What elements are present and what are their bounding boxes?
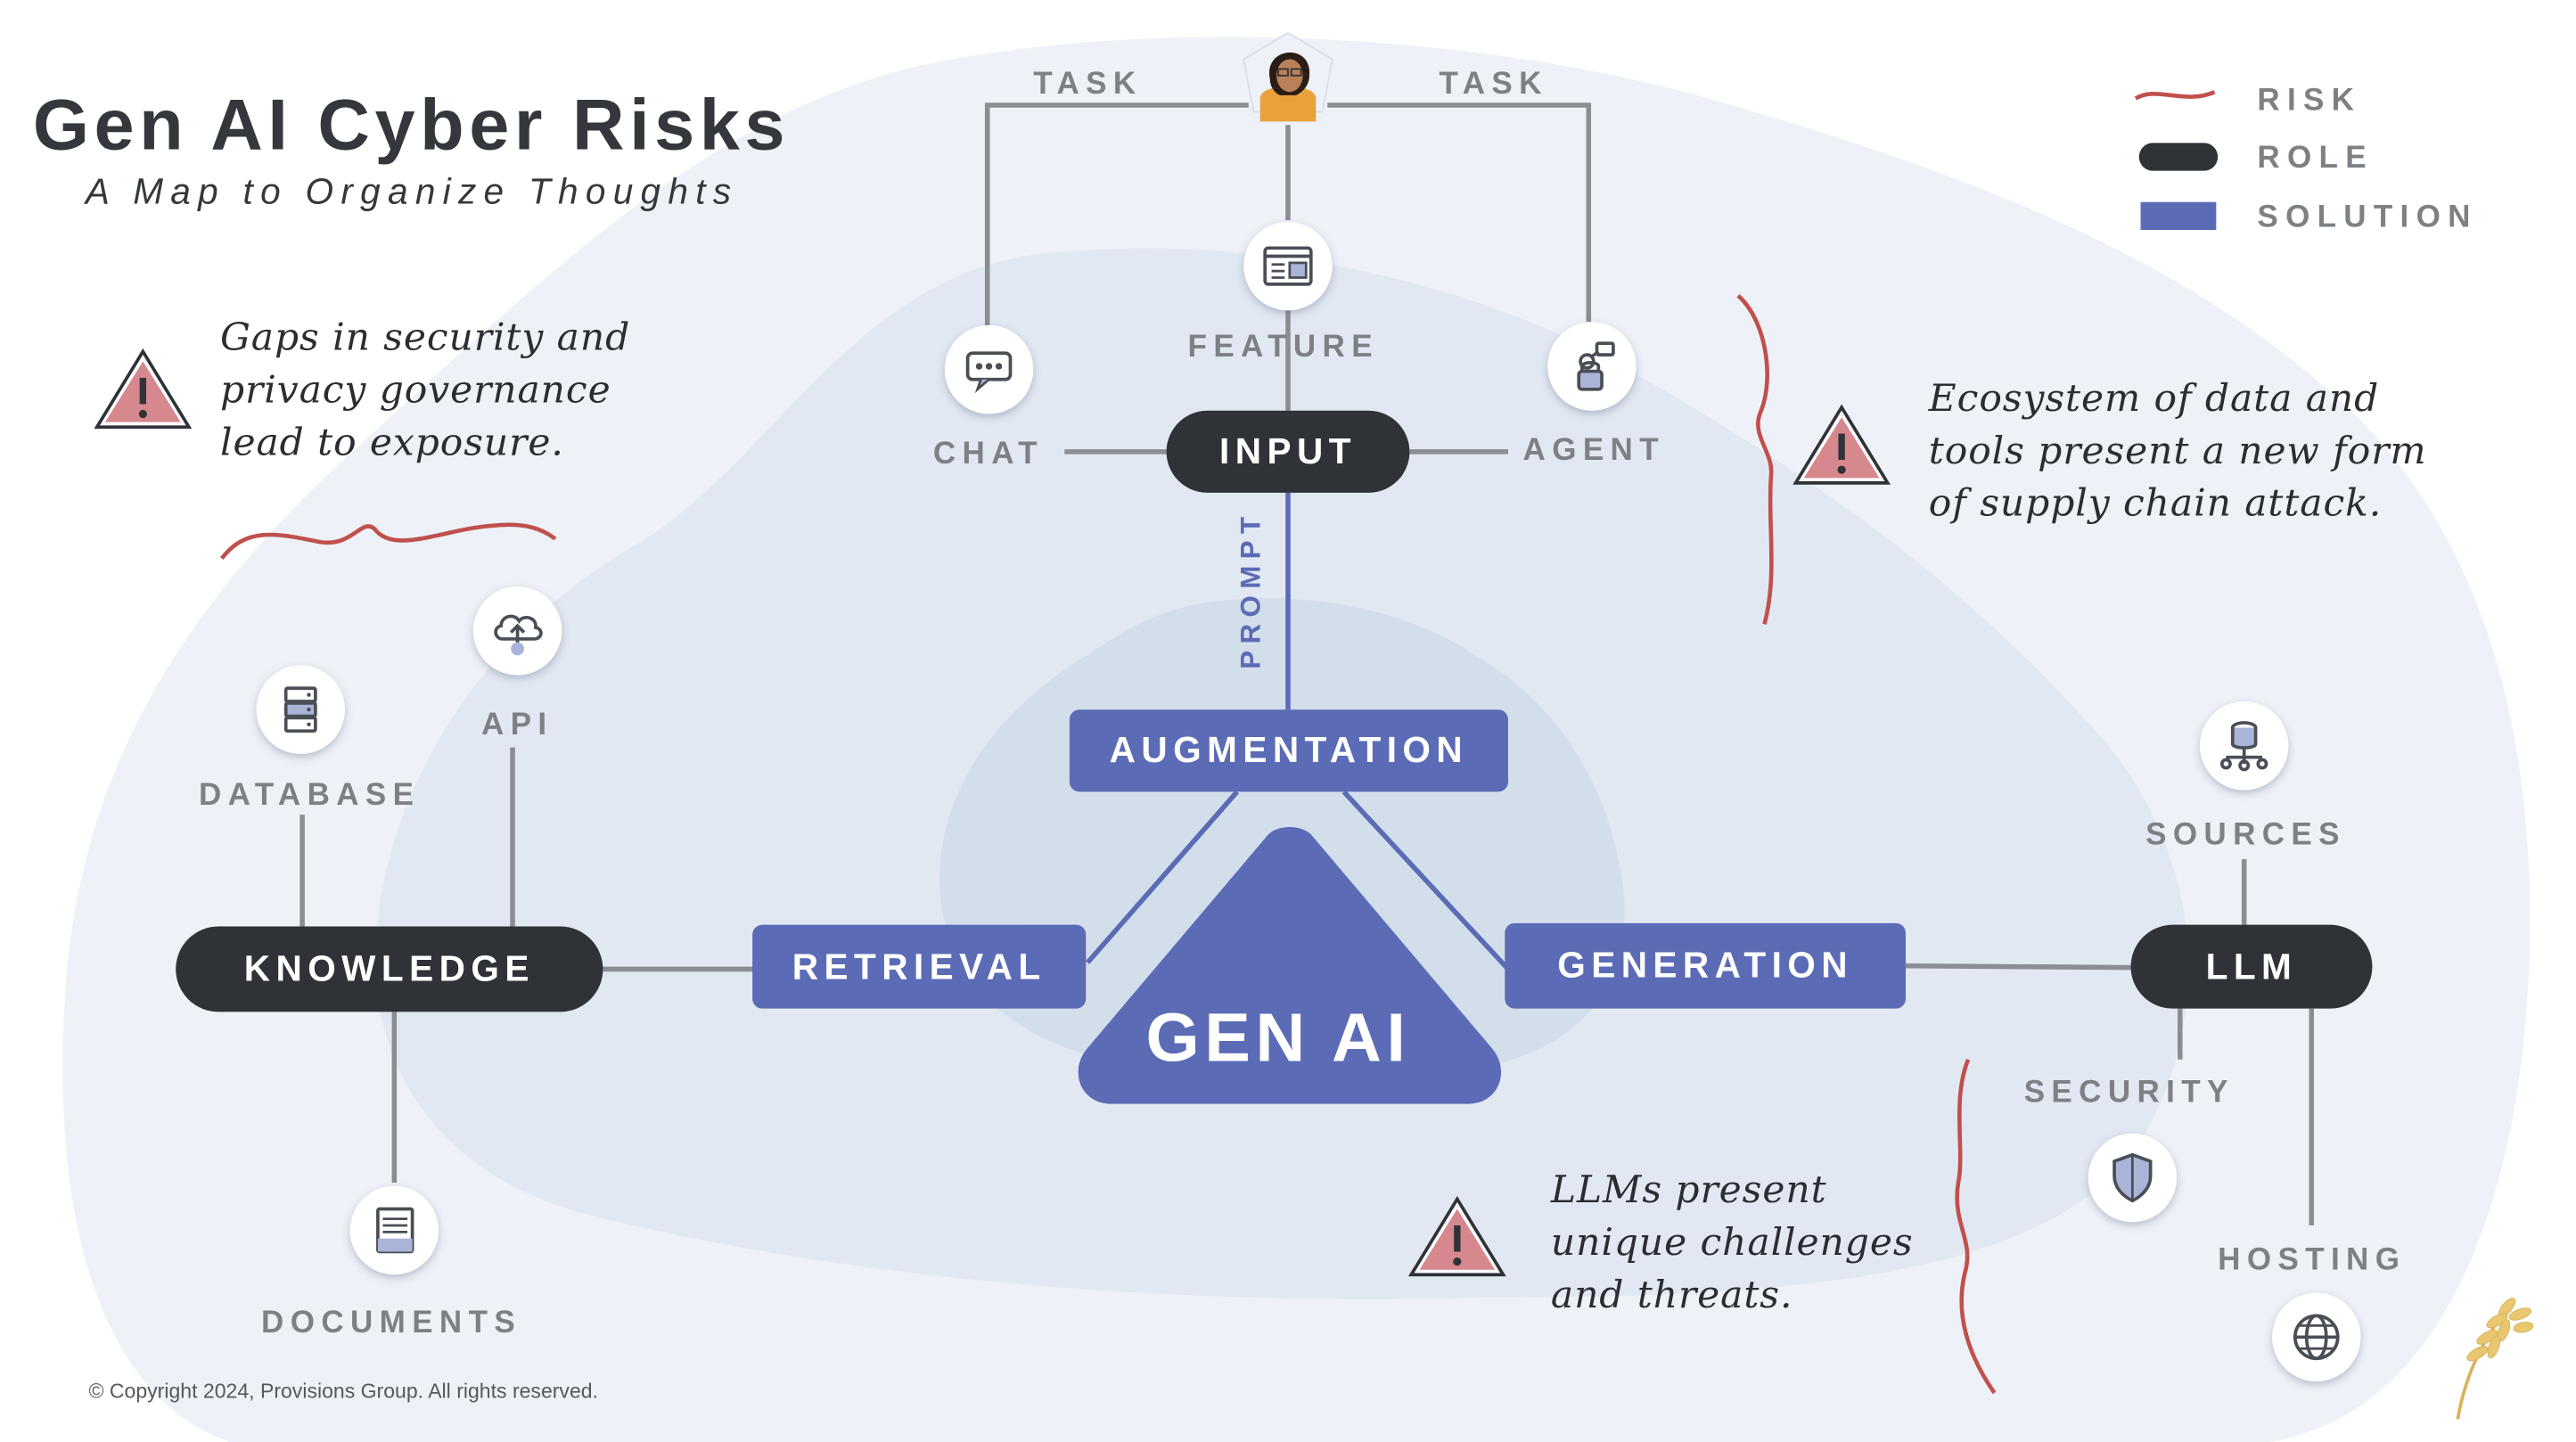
risk-squiggle-left (219, 522, 557, 561)
page-title: Gen AI Cyber Risks (32, 85, 791, 167)
task-left-label: TASK (1033, 67, 1143, 102)
role-input: INPUT (1166, 410, 1410, 493)
legend-risk-line (2134, 90, 2216, 101)
sources-label: SOURCES (2145, 817, 2346, 853)
chat-label: CHAT (932, 437, 1045, 471)
globe-icon (2272, 1292, 2361, 1382)
legend-risk-label: RISK (2257, 83, 2362, 119)
legend-solution-swatch (2140, 201, 2217, 231)
role-knowledge: KNOWLEDGE (176, 926, 603, 1012)
agent-label: AGENT (1522, 433, 1665, 469)
server-stack-icon (256, 665, 346, 754)
warning-triangle-icon (1407, 1195, 1506, 1277)
feature-label: FEATURE (1187, 330, 1379, 365)
documents-label: DOCUMENTS (261, 1306, 522, 1340)
document-icon (349, 1185, 439, 1275)
database-label: DATABASE (199, 778, 421, 814)
chat-bubble-icon (944, 324, 1034, 414)
solution-lines (1086, 492, 1510, 971)
solution-generation: GENERATION (1505, 922, 1906, 1009)
browser-window-icon (1243, 221, 1333, 311)
legend-role-label: ROLE (2257, 141, 2374, 176)
prompt-label: PROMPT (1219, 493, 1285, 686)
warning-triangle-icon (1793, 404, 1891, 485)
gen-ai-triangle (1078, 827, 1502, 1104)
risk-note-bottom: LLMs present unique challenges and threa… (1550, 1169, 1914, 1318)
legend-role-swatch (2138, 143, 2219, 171)
solution-augmentation: AUGMENTATION (1069, 709, 1508, 792)
cloud-upload-icon (472, 586, 562, 676)
api-label: API (481, 708, 554, 743)
prompt-label-text: PROMPT (1235, 510, 1267, 669)
risk-note-left: Gaps in security and privacy governance … (219, 316, 631, 465)
page-subtitle: A Map to Organize Thoughts (85, 170, 739, 212)
data-sources-icon (2199, 701, 2289, 791)
role-llm: LLM (2130, 924, 2373, 1009)
copyright-text: © Copyright 2024, Provisions Group. All … (88, 1380, 598, 1404)
agent-workflow-icon (1547, 322, 1637, 411)
security-label: SECURITY (2023, 1076, 2235, 1110)
risk-squiggle-bottom (1955, 1058, 1997, 1395)
risk-squiggle-right (1736, 294, 1774, 625)
connector-lines (299, 102, 2315, 1225)
hosting-label: HOSTING (2218, 1243, 2407, 1278)
task-right-label: TASK (1439, 67, 1548, 102)
wheat-logo-icon (2456, 1298, 2534, 1420)
risk-note-right: Ecosystem of data and tools present a ne… (1928, 377, 2427, 526)
user-avatar-icon (1237, 29, 1339, 128)
gen-ai-label: GEN AI (1145, 998, 1411, 1077)
shield-icon (2088, 1133, 2178, 1223)
risk-squiggles (219, 90, 2216, 1395)
solution-retrieval: RETRIEVAL (752, 924, 1087, 1009)
legend-solution-label: SOLUTION (2257, 200, 2478, 235)
warning-triangle-icon (94, 348, 193, 430)
